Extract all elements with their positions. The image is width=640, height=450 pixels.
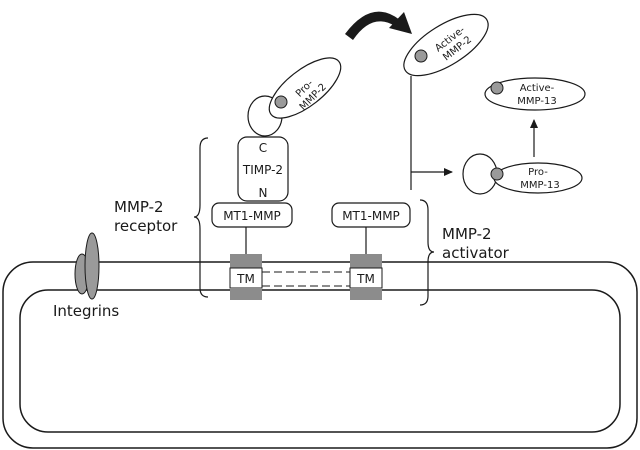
active-mmp-13-label-2: MMP-13 [517, 96, 556, 107]
pro-mmp-13-label-1: Pro- [528, 167, 548, 178]
cell-membrane-outer [2, 261, 638, 449]
mt1-mmp-left: MT1-MMP [211, 202, 293, 228]
mt1-mmp-left-label: MT1-MMP [223, 209, 281, 223]
timp-2: C TIMP-2 N [237, 136, 289, 202]
tm-right-label: TM [356, 272, 375, 286]
integrins-label: Integrins [53, 302, 119, 320]
timp-name-label: TIMP-2 [242, 163, 283, 177]
mt1-mmp-right-label: MT1-MMP [342, 209, 400, 223]
cell-membrane-inner [19, 289, 621, 433]
active-mmp-2: Active- MMP-2 [403, 13, 489, 77]
tm-domain-left: TM [229, 254, 263, 300]
active-mmp-13: Active- MMP-13 [484, 77, 586, 111]
activation-curved-arrow [345, 11, 412, 40]
pro-mmp-2: Pro- MMP-2 [247, 57, 342, 137]
receptor-label-1: MMP-2 [114, 198, 164, 216]
pro-mmp-2-site [274, 95, 288, 109]
activator-label-1: MMP-2 [442, 225, 492, 243]
activator-brace [419, 199, 435, 306]
activator-label-2: activator [442, 244, 510, 262]
integrin-right [84, 232, 100, 300]
active-mmp-13-site [490, 81, 504, 95]
timp-c-label: C [259, 141, 267, 155]
pro-mmp-13: Pro- MMP-13 [462, 153, 583, 195]
tm-domain-right: TM [349, 254, 383, 300]
tm-left-label: TM [236, 272, 255, 286]
active-mmp-2-site [414, 49, 428, 63]
mt1-mmp-right: MT1-MMP [331, 202, 411, 228]
pro-mmp-13-site [490, 167, 504, 181]
receptor-label-2: receptor [114, 217, 178, 235]
pro-mmp-13-label-2: MMP-13 [520, 180, 559, 191]
receptor-brace [193, 137, 209, 298]
timp-n-label: N [259, 186, 268, 200]
active-mmp-13-label-1: Active- [520, 83, 555, 94]
